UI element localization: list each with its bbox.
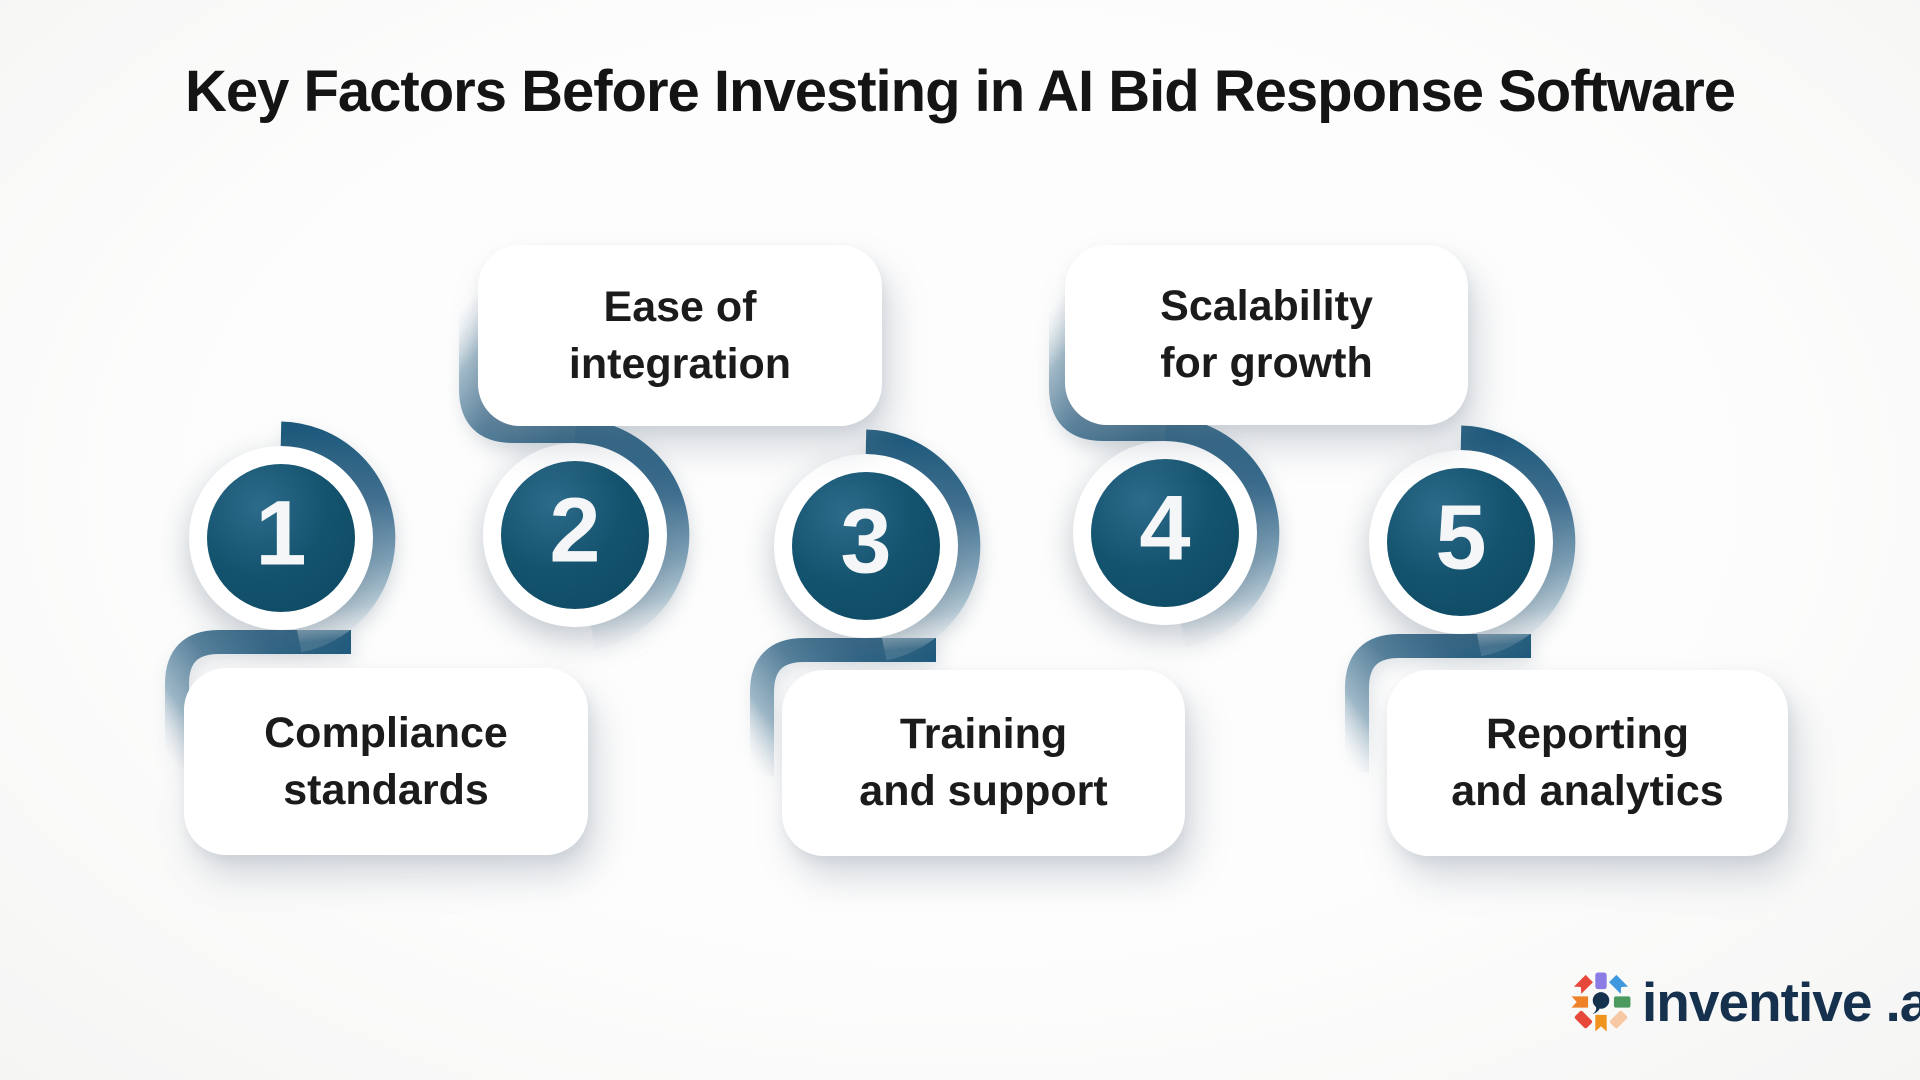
connector-ribbon <box>750 429 981 776</box>
step-label-line1: Compliance <box>264 708 508 757</box>
petal-bottom <box>1595 1014 1607 1032</box>
step-number: 3 <box>840 490 892 593</box>
ribbon-arc <box>280 421 396 653</box>
step-label-line1: Scalability <box>1160 282 1373 331</box>
step-label-line1: Reporting <box>1485 710 1690 759</box>
connector-ribbon <box>165 421 396 768</box>
ribbon-tail <box>750 638 936 776</box>
connector-ribbon <box>1049 295 1280 648</box>
brand-suffix: .ai <box>1885 971 1920 1033</box>
petal-bottom-right <box>1609 1010 1628 1029</box>
comma-tail-icon <box>1592 1005 1600 1014</box>
step-circle <box>1091 459 1239 607</box>
ribbon-arc <box>1460 425 1576 657</box>
ribbon-tail <box>459 297 575 443</box>
ribbon-tail <box>165 630 351 768</box>
petal-right <box>1613 996 1631 1008</box>
petal-bottom-left <box>1574 1010 1593 1029</box>
page-title: Key Factors Before Investing in AI Bid R… <box>184 59 1736 124</box>
step-card: Scalability for growth <box>1065 245 1468 425</box>
ribbon-arc <box>574 418 690 650</box>
step-label-line2: integration <box>568 339 792 388</box>
connector-ribbon <box>1345 425 1576 772</box>
step-number: 2 <box>549 479 601 582</box>
ribbon-arc <box>865 429 981 661</box>
petal-top <box>1595 972 1607 990</box>
inventive-asterisk-icon <box>1571 972 1631 1032</box>
step-circle <box>792 472 940 620</box>
step-circle <box>501 461 649 609</box>
step-card: Training and support <box>782 670 1185 856</box>
step-label-line2: and analytics <box>1451 767 1724 815</box>
ribbon-tail <box>1345 634 1531 772</box>
petal-top-left <box>1573 974 1593 994</box>
step-circle <box>1387 468 1535 616</box>
petal-top-right <box>1609 974 1629 994</box>
step-card: Reporting and analytics <box>1387 670 1788 856</box>
step-label-line1: Training <box>899 710 1068 759</box>
step-card: Compliance standards <box>184 668 588 855</box>
ribbon-arc <box>1164 416 1280 648</box>
step-label-line2: and support <box>859 767 1108 815</box>
petal-left <box>1571 996 1589 1008</box>
step-number: 5 <box>1435 486 1487 589</box>
step-number: 4 <box>1139 477 1191 580</box>
brand-logo: inventive .ai <box>1570 970 1920 1034</box>
brand-name: inventive <box>1642 971 1872 1033</box>
step-card: Ease of integration <box>478 245 882 426</box>
step-label-line2: standards <box>283 765 489 814</box>
comma-icon <box>1592 992 1610 1009</box>
connector-ribbon <box>459 297 690 650</box>
ribbon-tail <box>1049 295 1165 441</box>
step-label-line2: for growth <box>1160 339 1373 387</box>
step-number: 1 <box>255 482 307 585</box>
step-circle <box>207 464 355 612</box>
step-label-line1: Ease of <box>603 282 757 331</box>
